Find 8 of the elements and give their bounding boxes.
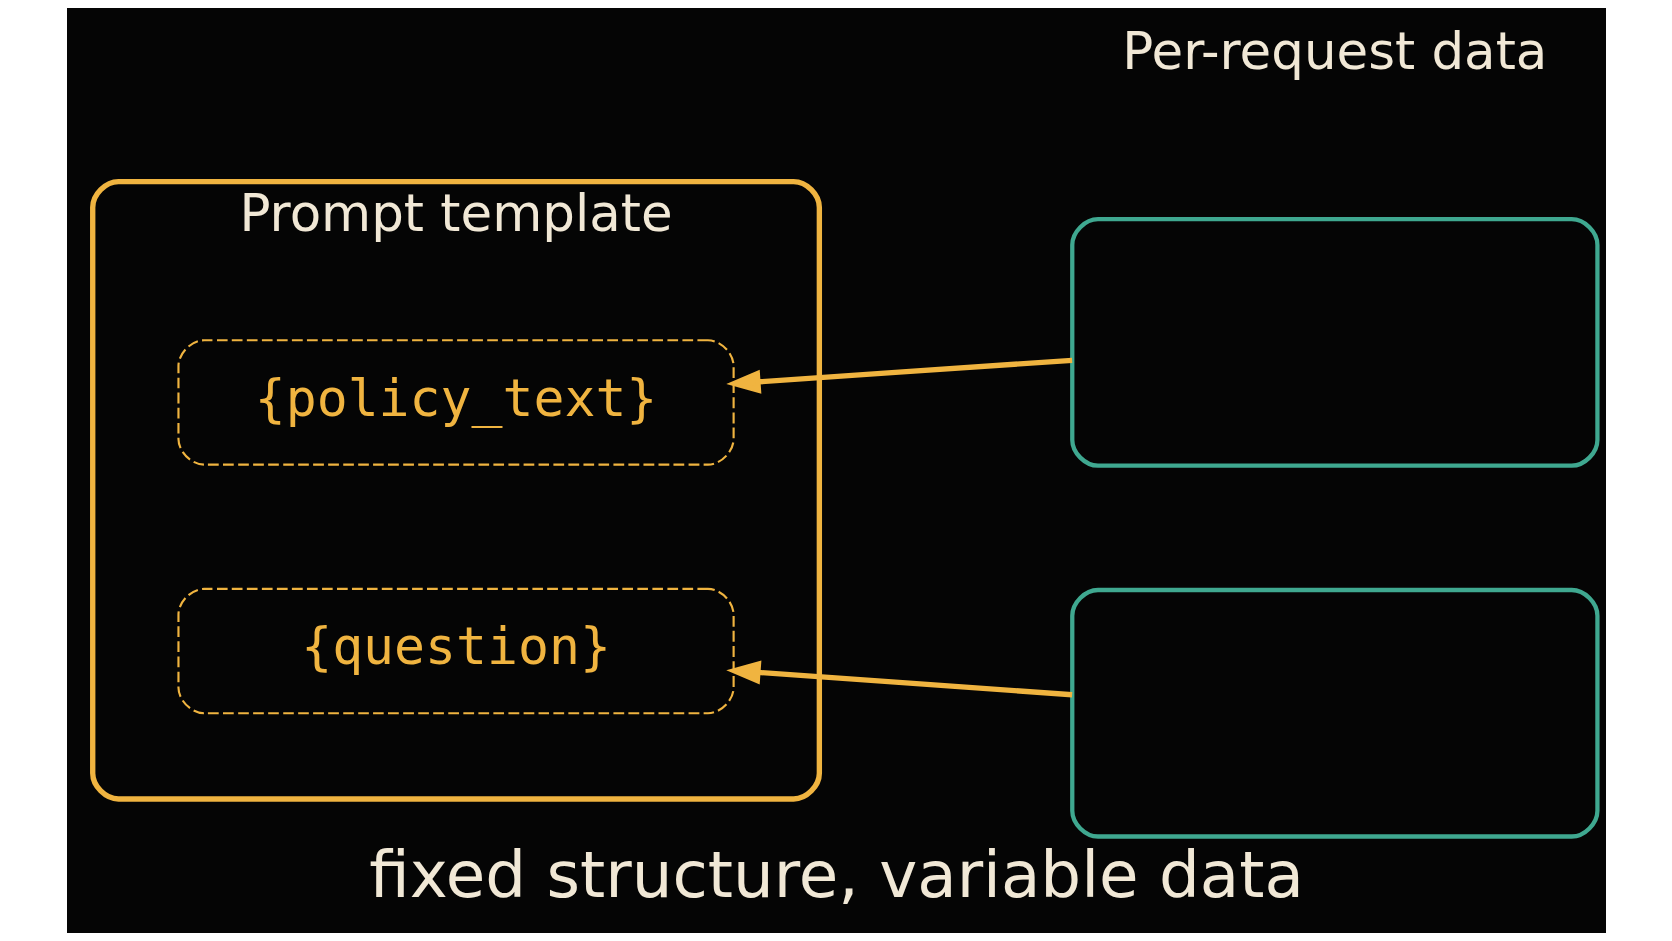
node-box xyxy=(1069,587,1600,839)
arrow xyxy=(725,357,1072,394)
node-box: {question} xyxy=(176,587,735,715)
caption: fixed structure, variable data xyxy=(368,836,1304,912)
arrow xyxy=(725,660,1072,698)
node-box: {policy_text} xyxy=(176,339,735,466)
node-box xyxy=(1069,217,1600,468)
label: Per-request data xyxy=(1121,20,1547,81)
